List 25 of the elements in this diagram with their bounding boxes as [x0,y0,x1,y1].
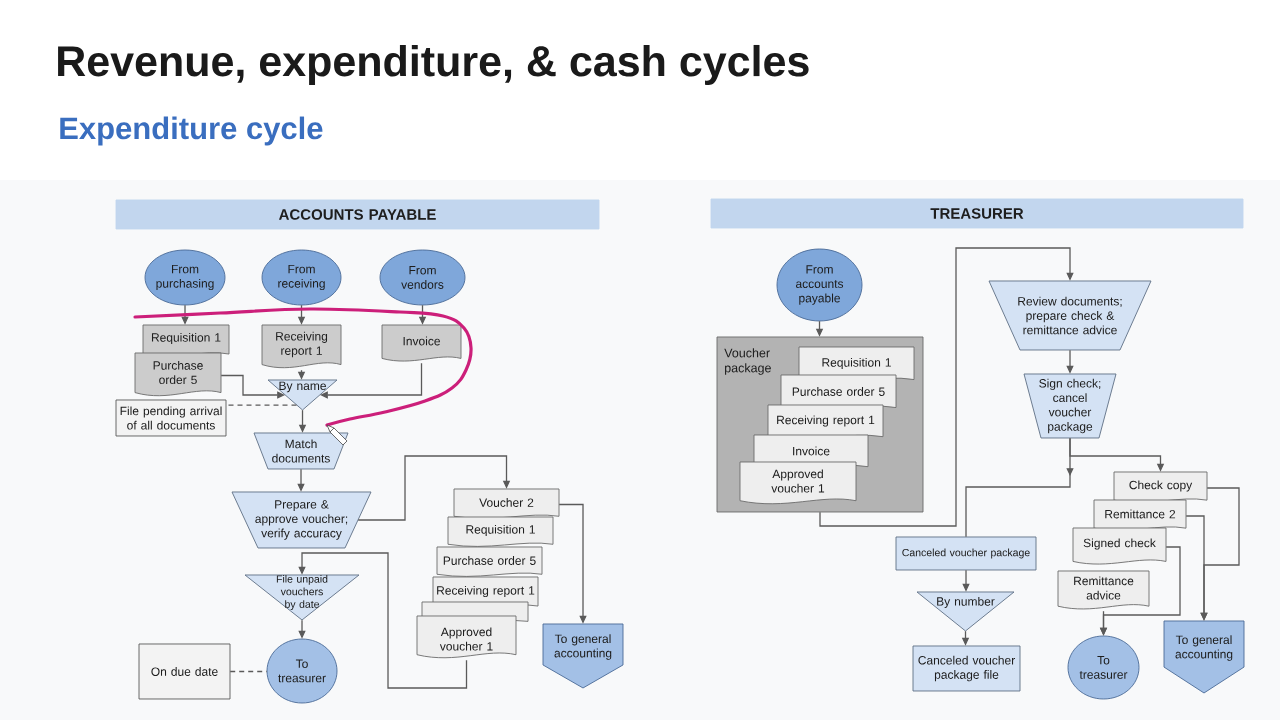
subtitle: Expenditure cycle [60,116,323,146]
arrow [819,247,1074,527]
manual-operation-trapezoid: Match documents [253,432,349,470]
process-box: File pending arrival of all documents [115,399,227,437]
process-box: Canceled voucher package file [912,645,1021,692]
off-page-connector: To general accounting [1163,620,1245,694]
terminal-oval: From vendors [379,249,466,306]
arrow [357,455,511,521]
terminal-oval: From receiving [261,249,342,306]
arrow [298,552,468,689]
manual-operation-trapezoid: Review documents; prepare check & remittance advice [988,280,1152,351]
process-box: On due date [138,643,231,700]
terminal-oval: From accounts payable [776,248,863,322]
lane-header: ACCOUNTS PAYABLE [115,199,600,230]
file-triangle: By number [916,591,1015,632]
manual-operation-trapezoid: Prepare & approve voucher; verify accuracy [231,491,372,549]
manual-operation-trapezoid: Sign check; cancel voucher package [1023,373,1117,439]
off-page-connector: To general accounting [542,623,624,689]
file-triangle: By name [267,379,338,411]
terminal-oval: From purchasing [144,249,226,306]
process-box: Canceled voucher package [895,536,1037,571]
dashed-line [229,670,268,673]
file-triangle: File unpaid vouchers by date [244,574,360,621]
title: Revenue, expenditure, & cash cycles [58,44,809,86]
lane-header: TREASURER [710,198,1244,229]
